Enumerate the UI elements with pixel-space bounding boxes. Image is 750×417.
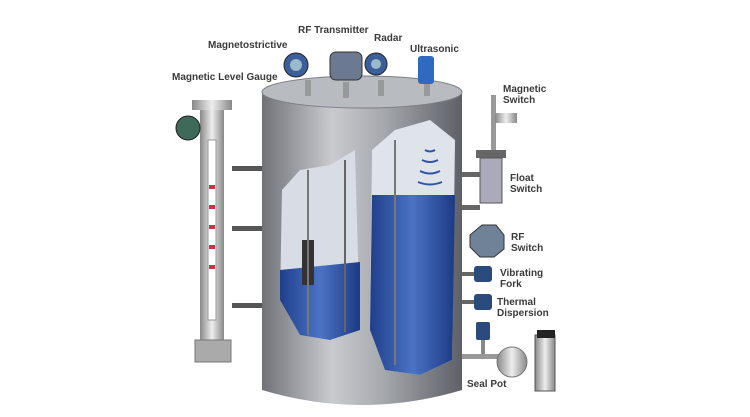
label-line: Thermal [497, 297, 536, 308]
label-line: Switch [503, 95, 536, 106]
label-magnetic-level-gauge: Magnetic Level Gauge [172, 72, 278, 83]
left-cutaway [280, 150, 360, 340]
label-line: Switch [511, 243, 544, 254]
label-line: Dispersion [497, 308, 549, 319]
label-line: RF [511, 232, 525, 243]
magnetic-level-gauge [175, 100, 262, 363]
label-radar: Radar [374, 33, 403, 44]
label-line: Magnetic [503, 84, 547, 95]
label-line: Fork [500, 279, 522, 290]
label-rf-transmitter: RF Transmitter [298, 25, 369, 36]
label-line: Switch [510, 184, 543, 195]
top-instruments [283, 51, 434, 98]
side-instruments [462, 95, 556, 392]
label-magnetostrictive: Magnetostrictive [208, 40, 288, 51]
label-ultrasonic: Ultrasonic [410, 44, 459, 55]
label-seal-pot: Seal Pot [467, 379, 507, 390]
label-line: Float [510, 173, 534, 184]
right-cutaway [370, 120, 455, 375]
label-line: Vibrating [500, 268, 544, 279]
